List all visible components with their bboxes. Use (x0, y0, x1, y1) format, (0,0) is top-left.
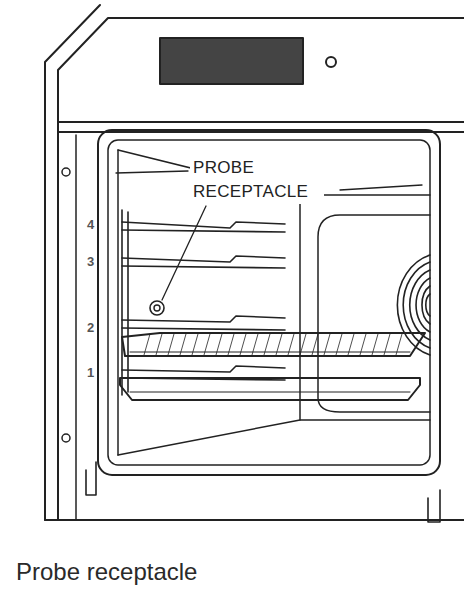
side-rack (122, 210, 285, 395)
door-hinge (86, 462, 96, 495)
oven-body-edge (58, 18, 464, 520)
convection-fan (397, 255, 430, 355)
frame-screw (62, 168, 70, 176)
figure-caption: Probe receptacle (16, 557, 197, 587)
rack-level-number: 1 (86, 366, 95, 380)
door-seal (75, 135, 77, 520)
cavity-floor-edge (118, 420, 430, 455)
frame-screw (62, 434, 70, 442)
oven-opening (98, 130, 440, 475)
leader-line (162, 206, 206, 300)
rack-level-number: 2 (86, 321, 95, 335)
cavity-back-corner (299, 195, 301, 420)
oven-body-edge (45, 5, 100, 520)
door-hinge (428, 490, 440, 522)
rack-level-number: 3 (86, 255, 95, 269)
probe-receptacle (154, 305, 160, 311)
display-panel (160, 38, 303, 84)
fan-cover (318, 215, 430, 412)
cavity-left-wall (117, 150, 119, 455)
callout-label: PROBE RECEPTACLE (190, 156, 324, 204)
oven-opening-inner (108, 140, 430, 465)
baking-tray (120, 378, 420, 400)
control-knob (326, 57, 336, 67)
probe-receptacle (150, 301, 164, 315)
leader-line (340, 185, 422, 190)
oven-bottom-edge (45, 519, 464, 521)
leader-line (116, 171, 188, 173)
wire-rack (122, 333, 425, 356)
control-panel-edge (58, 131, 464, 133)
control-panel-edge (58, 121, 464, 123)
rack-level-number: 4 (86, 218, 95, 232)
